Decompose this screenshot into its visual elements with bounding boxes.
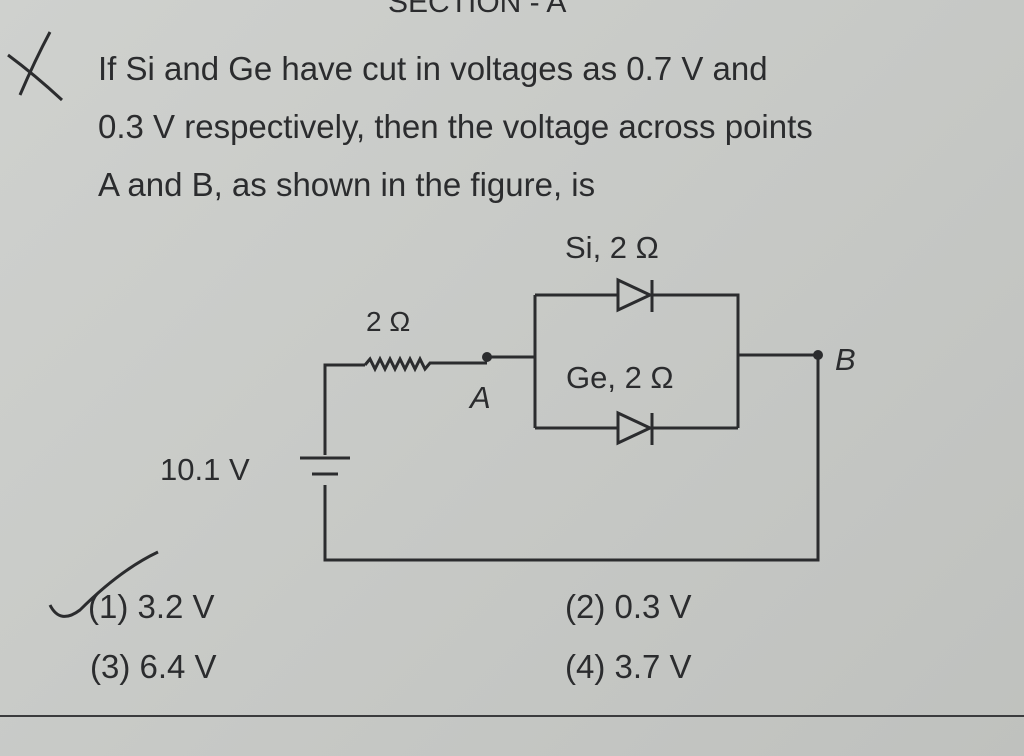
option-2[interactable]: (2) 0.3 V — [565, 588, 692, 626]
ge-diode-icon — [616, 410, 654, 446]
point-b-label: B — [835, 342, 856, 377]
option-4[interactable]: (4) 3.7 V — [565, 648, 692, 686]
question-line-3: A and B, as shown in the figure, is — [98, 166, 596, 203]
option-3-value: 6.4 V — [139, 648, 217, 685]
option-3-number: (3) — [90, 648, 131, 685]
question-line-2: 0.3 V respectively, then the voltage acr… — [98, 108, 813, 145]
handwritten-cross-mark — [7, 31, 64, 102]
parallel-branch — [533, 293, 740, 430]
option-2-value: 0.3 V — [614, 588, 692, 625]
option-1[interactable]: (1) 3.2 V — [88, 588, 215, 626]
option-1-value: 3.2 V — [137, 588, 215, 625]
option-2-number: (2) — [565, 588, 606, 625]
si-diode-icon — [616, 277, 654, 313]
question-line-1: If Si and Ge have cut in voltages as 0.7… — [98, 50, 768, 87]
ge-diode-label: Ge, 2 Ω — [566, 360, 674, 395]
option-3[interactable]: (3) 6.4 V — [90, 648, 217, 686]
option-4-number: (4) — [565, 648, 606, 685]
wire-left — [323, 363, 365, 455]
option-1-number: (1) — [88, 588, 129, 625]
node-a — [482, 352, 492, 362]
wire-right — [323, 353, 820, 562]
option-4-value: 3.7 V — [614, 648, 692, 685]
handwritten-tick-mark — [48, 550, 159, 618]
section-heading: SECTION - A — [388, 0, 567, 19]
resistor-label: 2 Ω — [366, 306, 411, 337]
node-b — [813, 350, 823, 360]
resistor — [363, 355, 487, 373]
point-a-label: A — [470, 380, 491, 415]
si-diode-label: Si, 2 Ω — [565, 230, 659, 265]
battery-label: 10.1 V — [160, 452, 250, 487]
